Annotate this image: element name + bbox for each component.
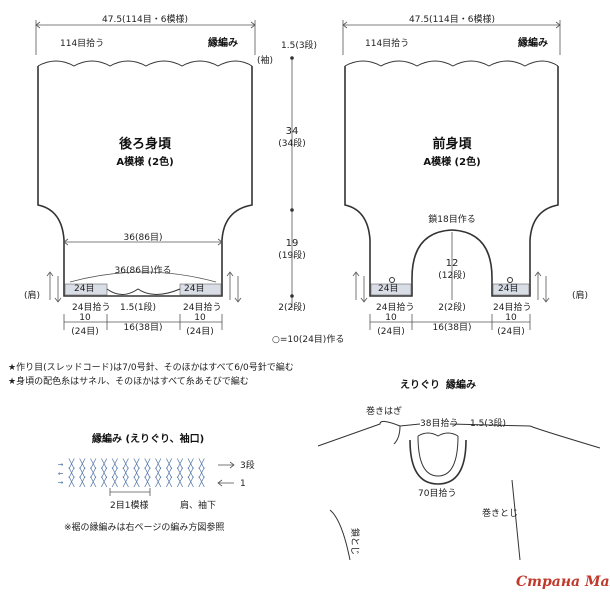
back-shoulder-label: (肩) <box>24 289 40 301</box>
edge-chart: 縁編み (えりぐり、袖口) → ╳ ╳ ╳ ╳ ╳ ╳ ╳ ╳ ╳ ╳ ╳ ╳ … <box>58 432 255 533</box>
front-pattern: A模様 (2色) <box>423 155 480 168</box>
edge-chart-ref: ※裾の縁編みは右ページの編み方図参照 <box>64 521 224 533</box>
front-shoulder-label: (肩) <box>572 289 588 301</box>
back-neck-small: 1.5(1段) <box>120 301 156 313</box>
back-width-label: 47.5(114目・6模様) <box>102 13 188 25</box>
collar-maki-hagi: 巻きはぎ <box>366 405 402 417</box>
front-bottom-right: 10 <box>505 313 517 323</box>
length-34-rows: (34段) <box>278 137 305 149</box>
front-panel: 47.5(114目・6模様) 114目拾う 縁編み 鎖18目作る 12 (12段… <box>342 13 588 337</box>
front-len2: 2(2段) <box>438 301 465 313</box>
back-pickup-top: 114目拾う <box>60 37 104 49</box>
front-len12: 12 <box>446 258 459 269</box>
front-width-label: 47.5(114目・6模様) <box>409 13 495 25</box>
length-top: 1.5(3段) <box>281 39 317 51</box>
front-len12-rows: (12段) <box>438 269 465 281</box>
edge-chart-row3: 3段 <box>240 459 255 471</box>
front-pick-left: 24目拾う <box>376 301 414 313</box>
collar-title: えりぐり <box>400 379 440 391</box>
back-bottom-left: 10 <box>79 313 91 323</box>
back-shoulder-left: 24目 <box>74 283 94 294</box>
edge-chart-repeat: 2目1模様 <box>110 499 148 511</box>
note-yarn: ★身頃の配色糸はサネル、そのほかはすべて糸あそびで編む <box>8 375 249 387</box>
front-edge-label: 縁編み <box>518 36 548 49</box>
svg-text:← ╳ ╳ ╳ ╳ ╳ ╳ ╳ ╳ ╳ ╳ ╳ ╳ ╳: ← ╳ ╳ ╳ ╳ ╳ ╳ ╳ ╳ ╳ ╳ ╳ ╳ ╳ <box>58 467 205 479</box>
edge-chart-title: 縁編み (えりぐり、袖口) <box>92 432 204 445</box>
note-needles: ★作り目(スレッドコード)は7/0号針、そのほかはすべて6/0号針で編む <box>8 361 294 373</box>
back-scallop-edge <box>37 60 253 67</box>
back-cast-on: 36(86目)作る <box>115 264 172 276</box>
front-bottom-left-sts: (24目) <box>377 326 404 337</box>
back-title: 後ろ身頃 <box>119 136 172 152</box>
front-title: 前身頃 <box>432 136 472 152</box>
back-sleeve-label: (袖) <box>257 54 273 66</box>
site-watermark: Страна Мам <box>516 574 610 590</box>
back-panel: 47.5(114目・6模様) 114目拾う 縁編み (袖) 36(86目) 36… <box>24 13 273 337</box>
collar-rows15: 1.5(3段) <box>470 417 506 429</box>
collar-pick70: 70目拾う <box>418 487 456 499</box>
length-19-rows: (19段) <box>278 249 305 261</box>
back-pattern: A模様 (2色) <box>116 155 173 168</box>
collar-maki-toji: 巻きとじ <box>482 507 518 519</box>
edge-chart-shoulder: 肩、袖下 <box>180 499 216 511</box>
collar-kusari-toji: 鎖とじ <box>349 528 361 555</box>
front-outline <box>344 66 559 297</box>
front-scallop-edge <box>344 60 559 67</box>
front-bottom-mid: 16(38目) <box>433 322 472 333</box>
collar-pick38: 38目拾う <box>420 417 458 429</box>
back-bottom-mid: 16(38目) <box>124 322 163 333</box>
front-shoulder-left: 24目 <box>378 283 398 294</box>
back-shoulder-right: 24目 <box>184 283 204 294</box>
svg-text:→ ╳ ╳ ╳ ╳ ╳ ╳ ╳ ╳ ╳ ╳ ╳ ╳ ╳: → ╳ ╳ ╳ ╳ ╳ ╳ ╳ ╳ ╳ ╳ ╳ ╳ ╳ <box>58 458 205 470</box>
back-width-36: 36(86目) <box>124 232 163 243</box>
front-shoulder-right: 24目 <box>498 283 518 294</box>
back-bottom-right-sts: (24目) <box>186 326 213 337</box>
collar-title-edge: 縁編み <box>446 378 476 391</box>
back-pick-left: 24目拾う <box>72 301 110 313</box>
front-chain18: 鎖18目作る <box>428 213 475 225</box>
front-pickup-top: 114目拾う <box>365 37 409 49</box>
length-2: 2(2段) <box>278 301 305 313</box>
collar-diagram: えりぐり 縁編み 巻きはぎ 38目拾う 1.5(3段) 70目拾う 巻きとじ 鎖… <box>317 378 601 561</box>
length-34: 34 <box>286 126 299 137</box>
length-19: 19 <box>286 238 299 249</box>
svg-text:→ ╳ ╳ ╳ ╳ ╳ ╳ ╳ ╳ ╳ ╳ ╳ ╳ ╳: → ╳ ╳ ╳ ╳ ╳ ╳ ╳ ╳ ╳ ╳ ╳ ╳ ╳ <box>58 476 205 488</box>
front-bottom-right-sts: (24目) <box>497 326 524 337</box>
back-pick-right: 24目拾う <box>183 301 221 313</box>
back-edge-label: 縁編み <box>208 36 238 49</box>
back-outline <box>37 66 253 297</box>
edge-chart-row1: 1 <box>240 479 246 489</box>
length-scale: 1.5(3段) 34 (34段) 19 (19段) 2(2段) ○=10(24目… <box>272 39 344 345</box>
back-bottom-left-sts: (24目) <box>71 326 98 337</box>
stitch-legend: ○=10(24目)作る <box>272 333 344 345</box>
back-bottom-right: 10 <box>194 313 206 323</box>
front-bottom-left: 10 <box>385 313 397 323</box>
front-pick-right: 24目拾う <box>493 301 531 313</box>
